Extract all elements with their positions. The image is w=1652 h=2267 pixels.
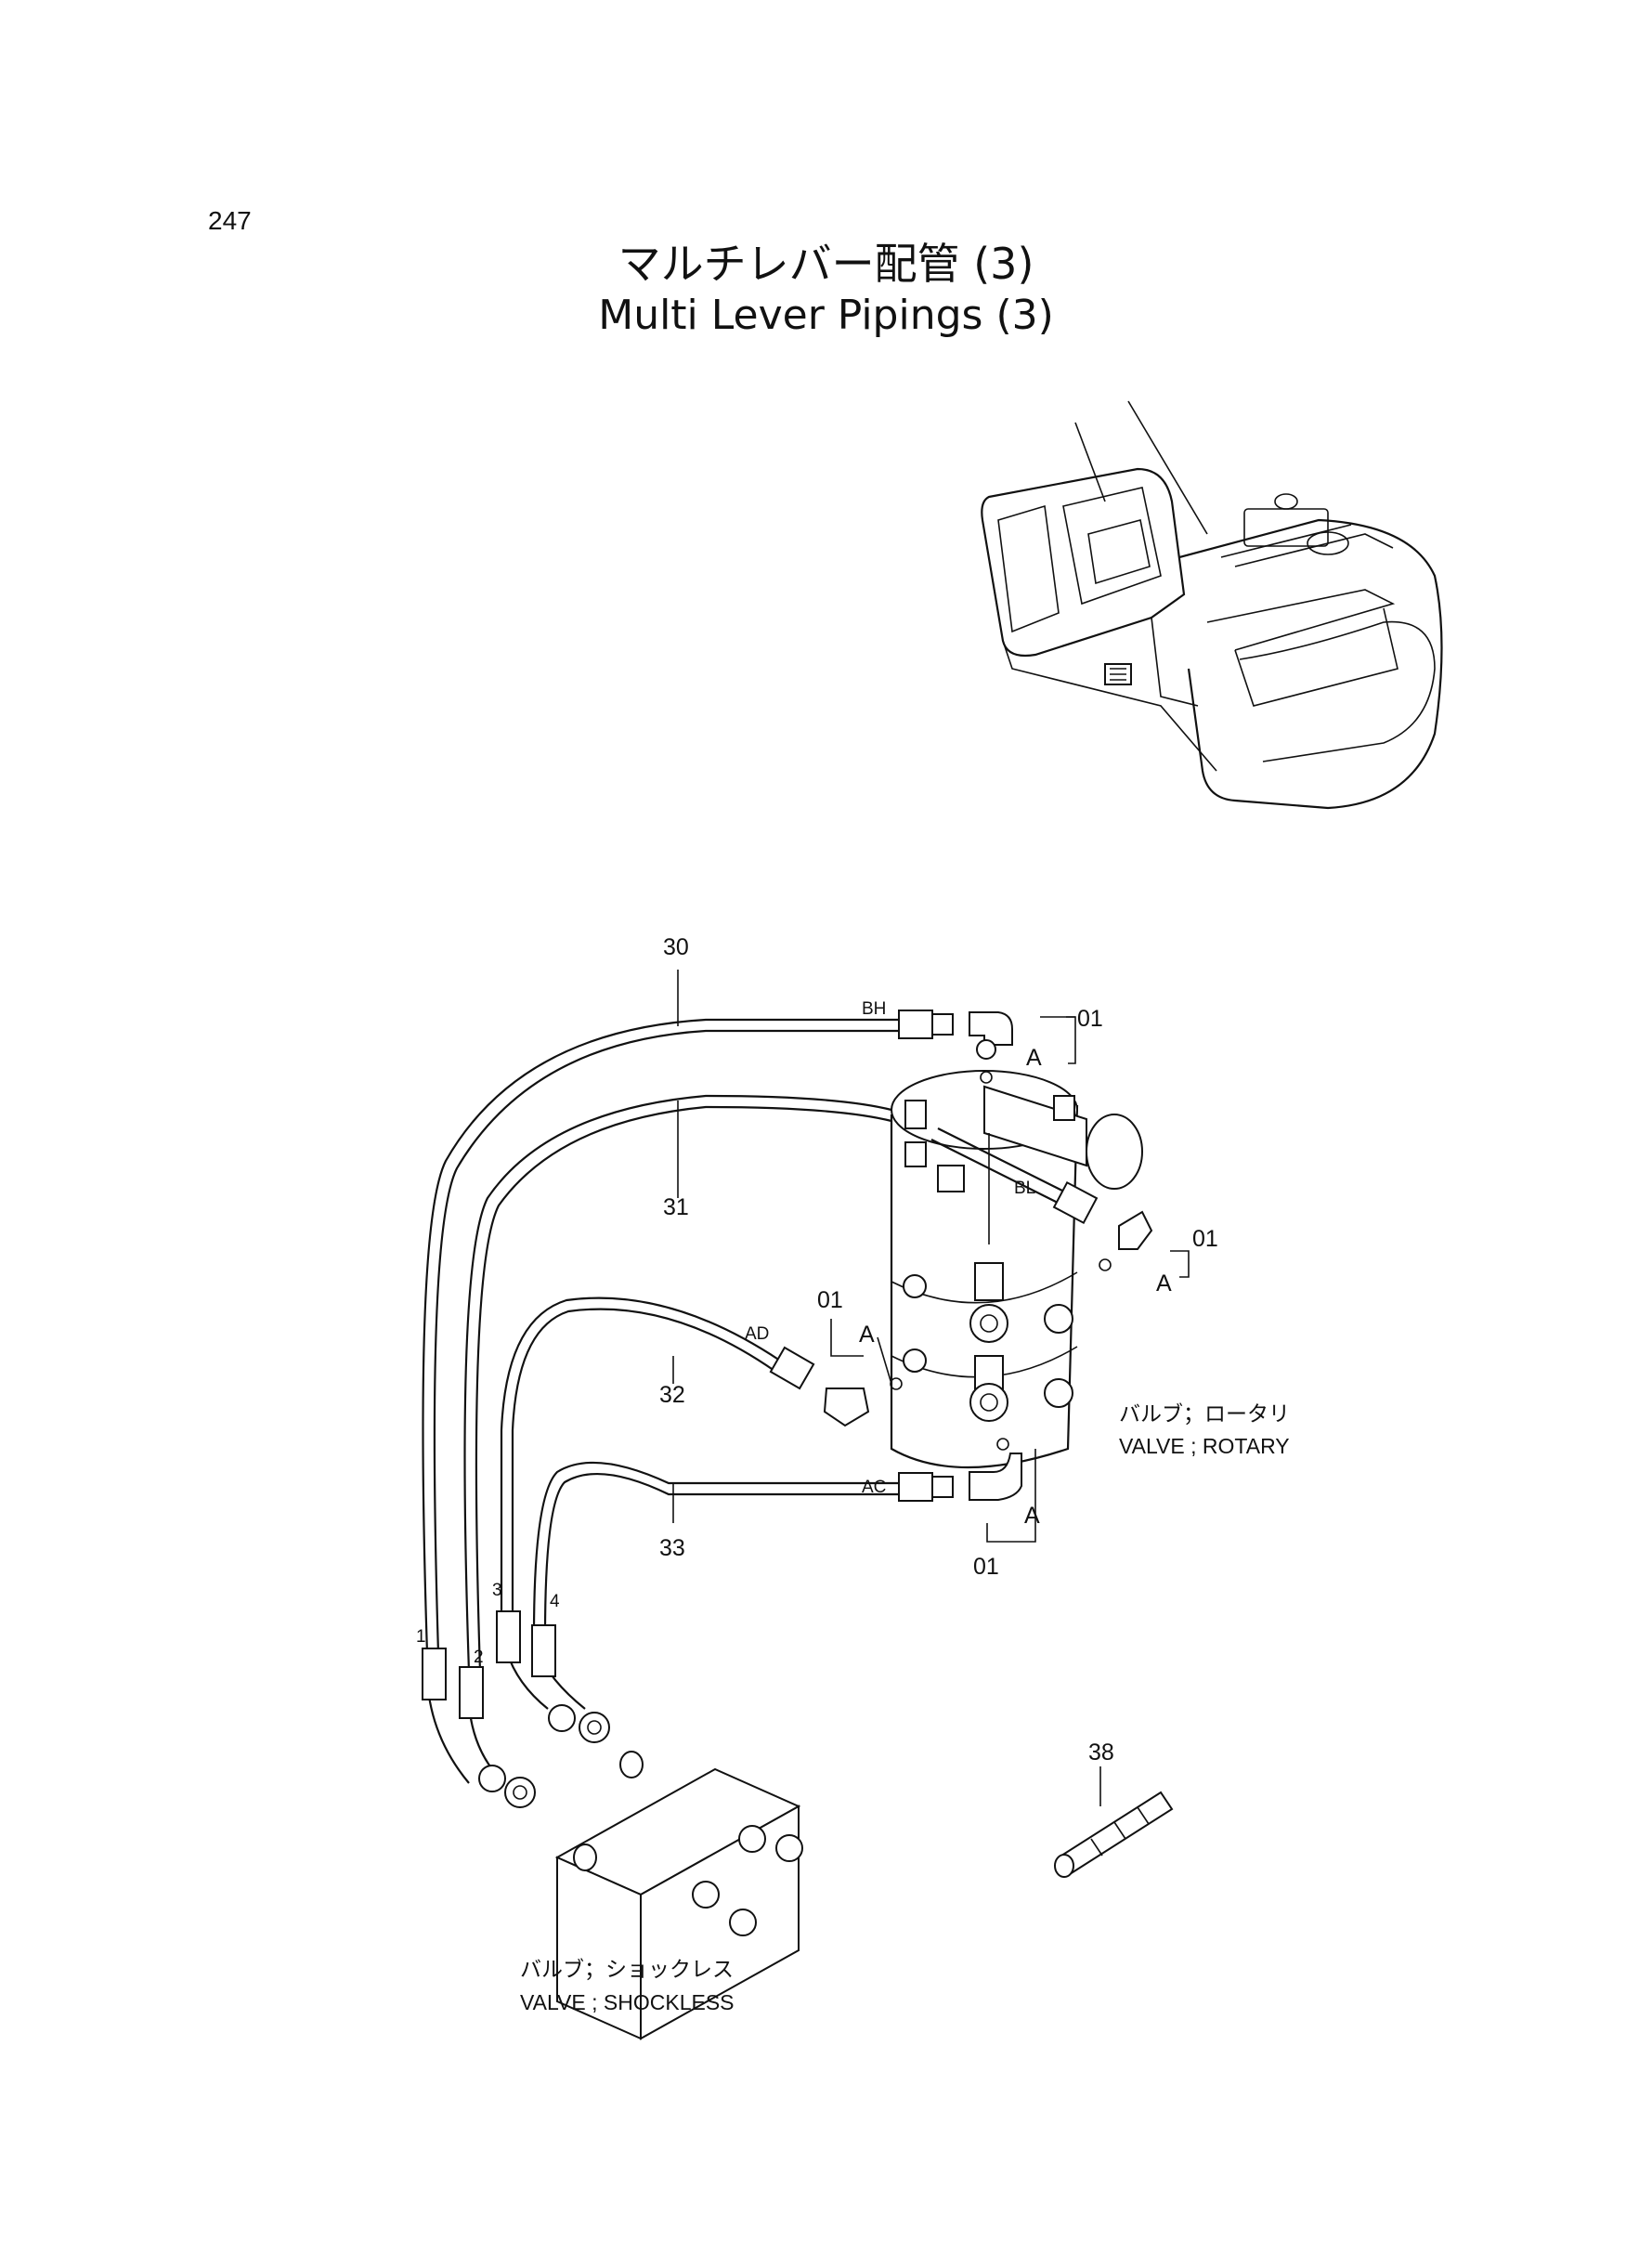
callout-01-right: 01 [1192,1226,1218,1252]
detail-mark-a-right: A [1156,1270,1172,1296]
shockless-valve-label-jp: バルブ；ショックレス [520,1957,734,1981]
detail-mark-a-left: A [859,1322,875,1348]
rotary-valve-label-jp: バルブ；ロータリ [1119,1401,1290,1426]
callout-01-left: 01 [817,1287,843,1313]
callout-30: 30 [663,934,689,960]
port-label-ad: AD [745,1324,769,1344]
rotary-valve [890,1070,1143,1469]
port-label-ac: AC [862,1478,886,1497]
detail-mark-a-upper: A [1026,1045,1042,1071]
hose-end-4: 4 [550,1592,560,1611]
hose-end-3: 3 [492,1581,502,1600]
hose-end-2: 2 [474,1648,484,1667]
callout-38: 38 [1088,1739,1114,1765]
shockless-valve-label-en: VALVE ; SHOCKLESS [520,1990,735,2014]
part-38-connector [1054,1766,1174,1878]
fittings [769,1010,1153,1502]
detail-mark-a-lower: A [1024,1503,1040,1529]
rotary-valve-label-en: VALVE ; ROTARY [1119,1434,1290,1458]
callout-33: 33 [659,1535,685,1561]
callout-01-upper: 01 [1077,1006,1103,1032]
shockless-valve [422,1610,803,2040]
hose-end-1: 1 [416,1627,426,1647]
excavator-locator-illustration [981,400,1443,810]
page-title-japanese: マルチレバー配管 (3) [618,239,1034,289]
port-label-bl: BL [1014,1179,1035,1198]
page-title-english: Multi Lever Pipings (3) [598,292,1054,339]
hoses [422,1018,1078,1673]
leader-lines [672,970,1190,1543]
callout-32: 32 [659,1382,685,1408]
page-number: 247 [208,206,252,235]
callout-31: 31 [663,1194,689,1220]
port-label-bh: BH [862,999,886,1019]
callout-01-lower: 01 [973,1554,999,1580]
